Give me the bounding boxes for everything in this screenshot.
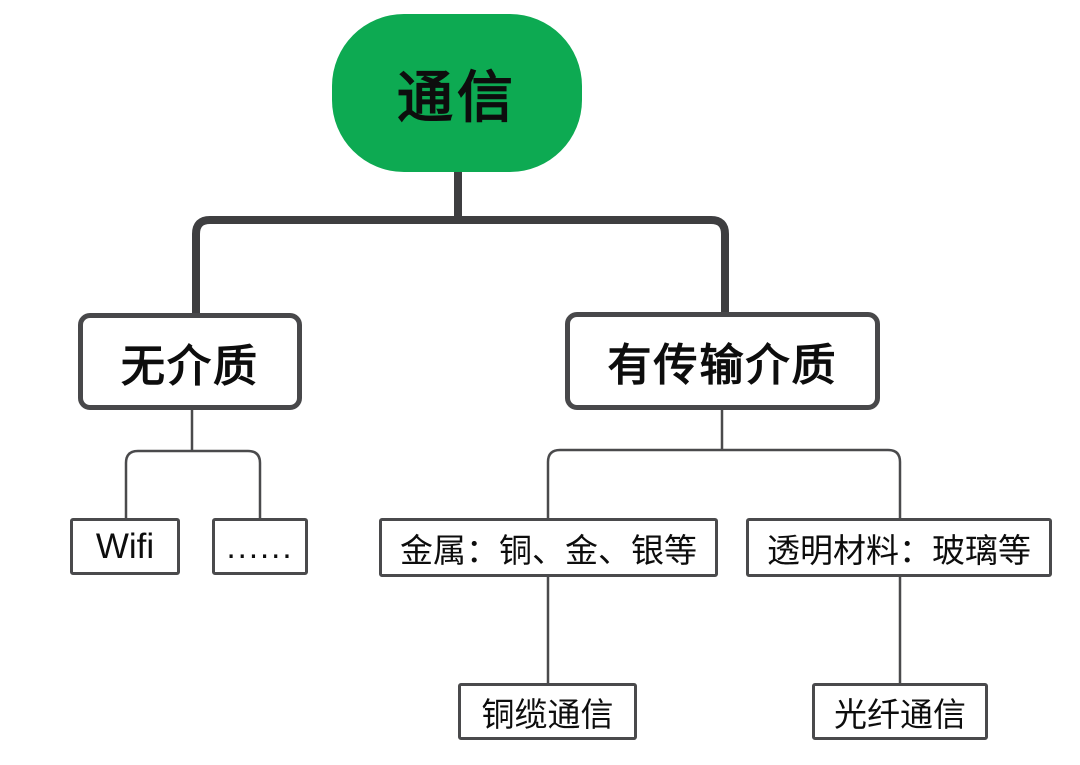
node-wifi-label: Wifi — [95, 526, 155, 566]
node-transparent-materials: 透明材料：玻璃等 — [746, 518, 1052, 577]
node-no-medium: 无介质 — [78, 313, 302, 410]
node-has-transmission-medium-label: 有传输介质 — [607, 341, 838, 390]
node-metal-materials: 金属：铜、金、银等 — [379, 518, 718, 577]
node-ellipsis-label: ...... — [226, 527, 294, 565]
node-transparent-materials-label: 透明材料：玻璃等 — [767, 531, 1031, 569]
node-optical-fiber-communication-label: 光纤通信 — [834, 695, 966, 733]
node-no-medium-label: 无介质 — [121, 341, 259, 391]
node-has-transmission-medium: 有传输介质 — [565, 312, 880, 410]
node-communication-label: 通信 — [397, 65, 517, 129]
connector-has-medium-branch — [546, 448, 902, 519]
node-ellipsis: ...... — [212, 518, 308, 575]
connector-no-medium-branch — [124, 449, 262, 519]
node-metal-materials-label: 金属：铜、金、银等 — [400, 531, 697, 569]
node-copper-cable-communication-label: 铜缆通信 — [481, 695, 614, 733]
node-wifi: Wifi — [70, 518, 180, 575]
node-optical-fiber-communication: 光纤通信 — [812, 683, 988, 740]
node-copper-cable-communication: 铜缆通信 — [458, 683, 637, 740]
node-communication-root: 通信 — [332, 14, 582, 172]
connector-root-branch — [192, 216, 729, 316]
